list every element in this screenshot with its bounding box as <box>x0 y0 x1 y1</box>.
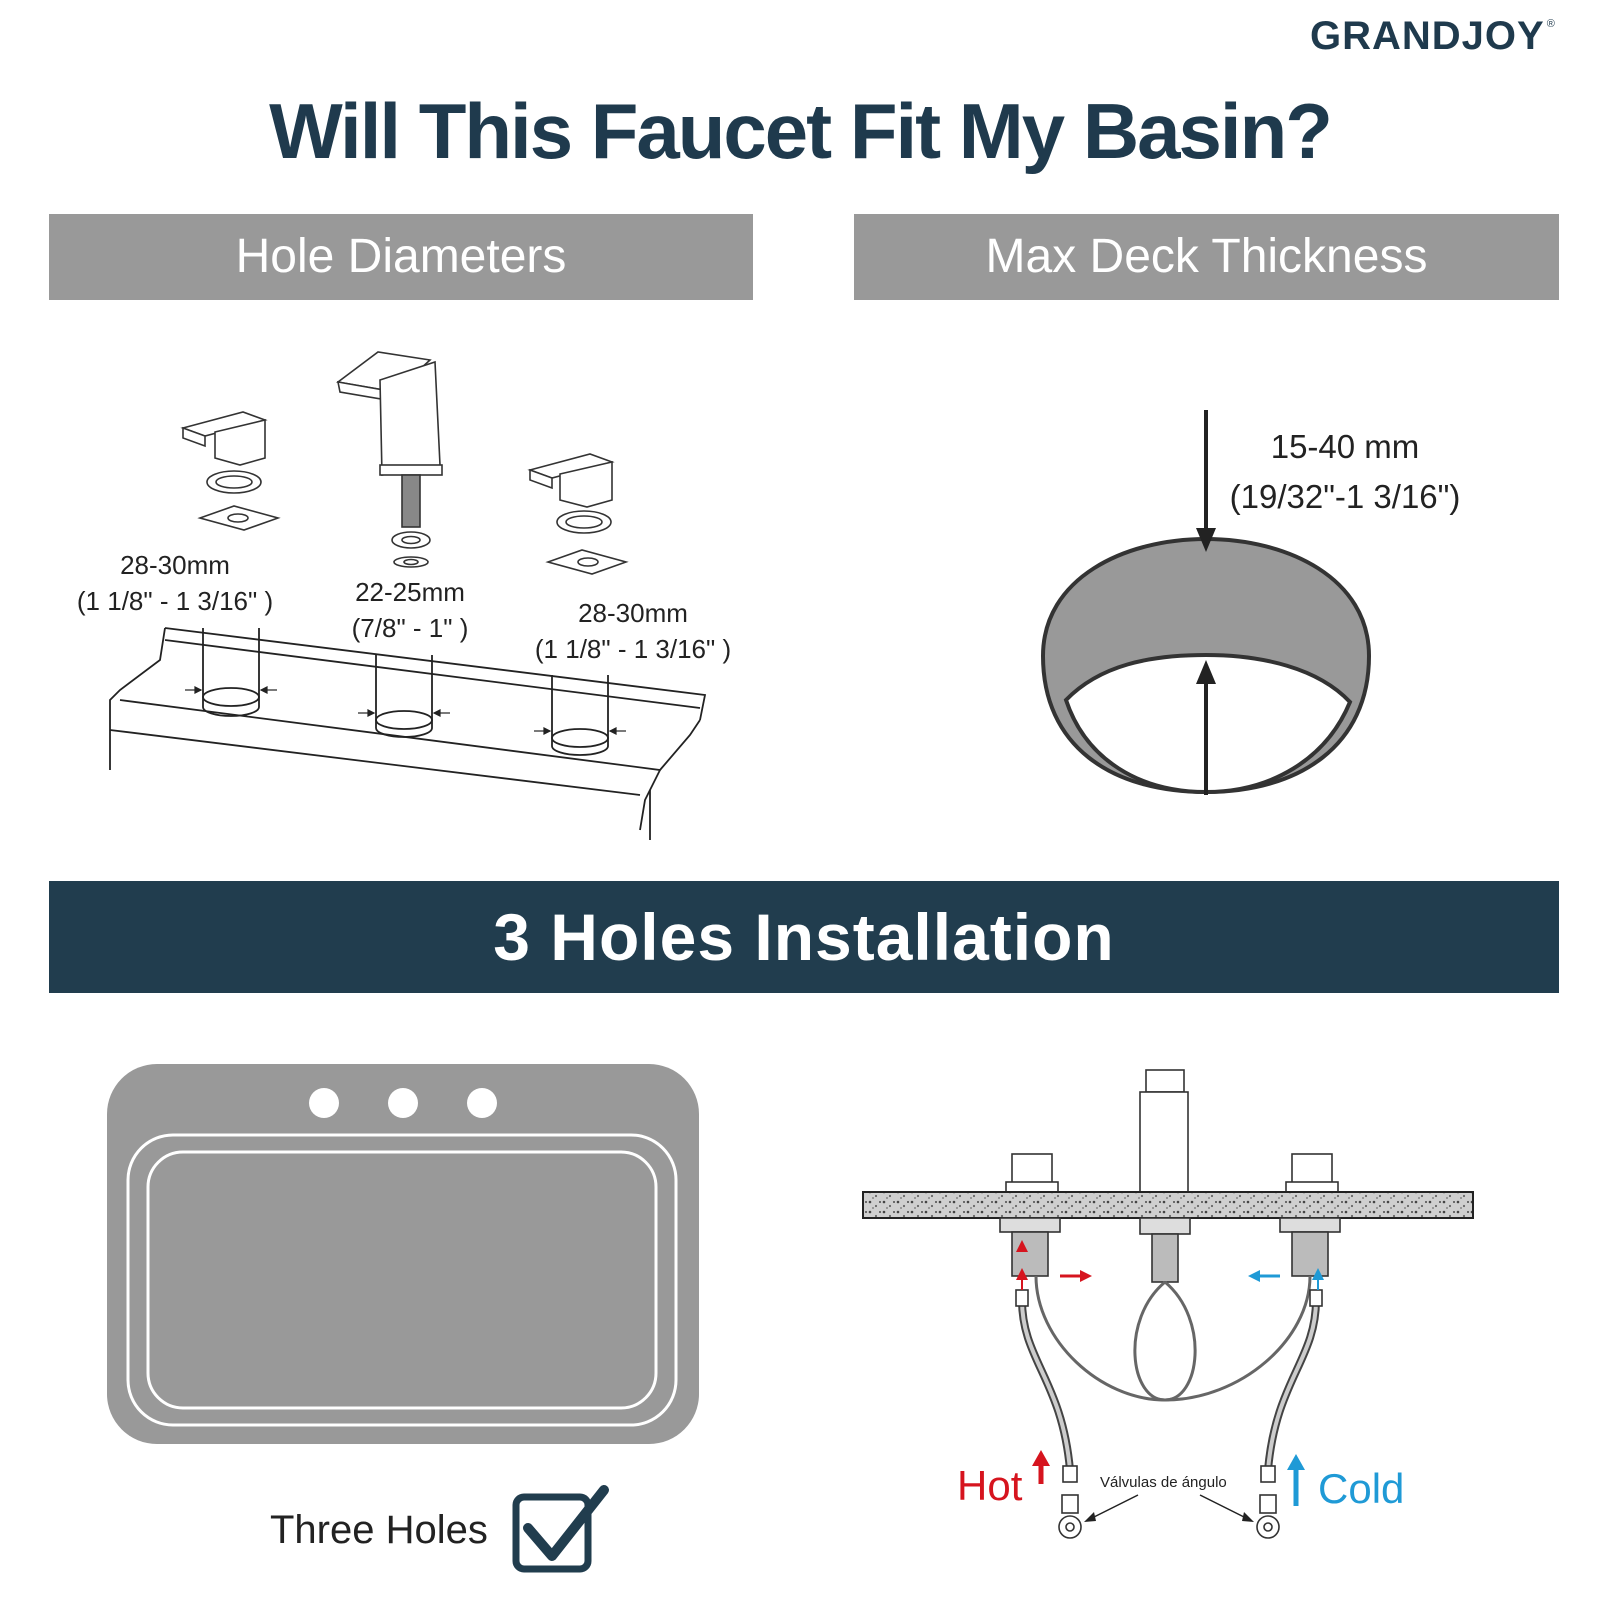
center-hole-inch-label: (7/8" - 1" ) <box>351 613 469 643</box>
sink-hole <box>388 1088 418 1118</box>
angle-valves-label: Válvulas de ángulo <box>1100 1474 1227 1491</box>
hot-flow-arrows <box>1016 1268 1092 1484</box>
cold-label: Cold <box>1318 1465 1405 1512</box>
brand-name: GRANDJOY <box>1310 14 1545 58</box>
hole-diameters-header: Hole Diameters <box>49 214 753 300</box>
checkbox-checked-icon <box>512 1485 609 1573</box>
left-handle <box>180 411 281 531</box>
right-hole-inch-label: (1 1/8" - 1 3/16" ) <box>534 634 732 664</box>
installation-header: 3 Holes Installation <box>49 881 1559 993</box>
center-hole-mm-label: 22-25mm <box>355 577 465 607</box>
sink-hole <box>467 1088 497 1118</box>
spout <box>336 351 443 568</box>
registered-mark: ® <box>1546 18 1556 30</box>
right-handle <box>527 453 629 575</box>
left-hole-mm-label: 28-30mm <box>120 550 230 580</box>
spout-hot-marker <box>1016 1240 1028 1252</box>
right-hole-mm-label: 28-30mm <box>578 598 688 628</box>
cold-flow-arrows <box>1248 1268 1324 1506</box>
left-hole-inch-label: (1 1/8" - 1 3/16" ) <box>76 586 274 616</box>
deck-thickness-mm-label: 15-40 mm <box>1270 428 1420 465</box>
dimension-arrows <box>185 686 626 735</box>
deck-thickness-inch-label: (19/32"-1 3/16") <box>1229 478 1461 515</box>
page-title: Will This Faucet Fit My Basin? <box>269 87 1333 175</box>
countertop-illustration <box>109 627 707 840</box>
sink-hole <box>309 1088 339 1118</box>
sink-illustration <box>107 1064 699 1444</box>
three-holes-label: Three Holes <box>270 1508 488 1552</box>
hot-label: Hot <box>957 1462 1023 1509</box>
faucet-parts-illustration <box>180 351 629 575</box>
deck-thickness-illustration <box>1040 410 1372 795</box>
installation-illustration <box>862 1069 1474 1539</box>
deck-thickness-header: Max Deck Thickness <box>854 214 1559 300</box>
brand-logo: GRANDJOY® <box>1310 14 1556 59</box>
